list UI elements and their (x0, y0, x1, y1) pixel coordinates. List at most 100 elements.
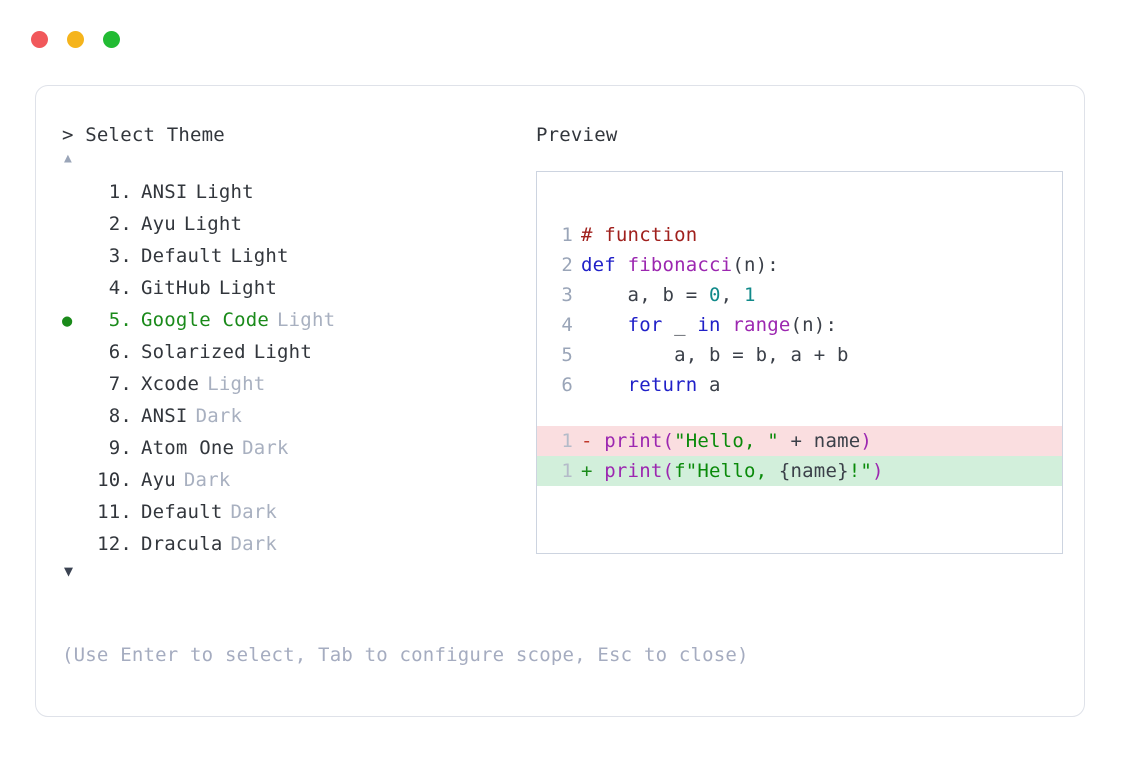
theme-item-variant: Dark (230, 501, 278, 523)
theme-item-name: Solarized (141, 341, 246, 363)
page-title (74, 124, 86, 146)
code-token: f"Hello, (674, 460, 779, 482)
theme-item-name: Default (141, 245, 223, 267)
code-line-text: # function (581, 220, 697, 250)
code-token: print (604, 430, 663, 452)
diff-sign: + (581, 460, 605, 482)
theme-item-variant: Light (230, 245, 289, 267)
selected-bullet-icon: ● (62, 311, 73, 331)
bullet-placeholder (62, 401, 90, 433)
code-line-number: 3 (561, 284, 573, 306)
theme-item-variant: Light (218, 277, 278, 299)
code-line-number: 2 (561, 254, 573, 276)
theme-item-number: 3. (108, 245, 132, 267)
theme-item-number: 5. (108, 309, 132, 331)
theme-item-number: 2. (108, 213, 132, 235)
code-line-text: for _ in range(n): (581, 310, 837, 340)
bullet-placeholder (62, 465, 90, 497)
code-token: ) (860, 430, 873, 452)
code-line-number: 4 (561, 314, 573, 336)
code-token: def (581, 254, 628, 276)
diff-line-number: 1 (561, 460, 573, 482)
diff-line-number: 1 (561, 430, 573, 452)
theme-list-item[interactable]: 1. ANSI Light (62, 176, 532, 208)
code-token: !" (848, 460, 873, 482)
bullet-placeholder (62, 177, 90, 209)
theme-item-name: Xcode (141, 373, 200, 395)
code-token: in (697, 314, 721, 336)
code-token (721, 314, 733, 336)
scroll-up-arrow-icon[interactable]: ▲ (64, 151, 72, 166)
prompt-title-row: > Select Theme (62, 122, 532, 148)
window-controls (31, 31, 120, 48)
bullet-placeholder (62, 241, 90, 273)
theme-item-number: 6. (108, 341, 132, 363)
theme-item-name: GitHub (141, 277, 211, 299)
code-token: 0 (709, 284, 721, 306)
code-token: "Hello, " (674, 430, 779, 452)
theme-item-name: ANSI (141, 405, 188, 427)
theme-item-name: ANSI (141, 181, 188, 203)
theme-item-variant: Dark (230, 533, 278, 555)
minimize-window-button[interactable] (67, 31, 84, 48)
code-token: _ (662, 314, 698, 336)
bullet-placeholder (62, 369, 90, 401)
diff-added-line: 1 + print(f"Hello, {name}!") (537, 456, 1062, 486)
code-line-text: a, b = 0, 1 (581, 280, 756, 310)
diff-line-text: print(f"Hello, {name}!") (604, 456, 883, 486)
code-token: ) (872, 460, 884, 482)
theme-item-name: Default (141, 501, 223, 523)
diff-block: 1- print("Hello, " + name)1+ print(f"Hel… (537, 426, 1062, 486)
code-line: 2 def fibonacci(n): (537, 250, 1062, 280)
code-token: a, b = (581, 284, 710, 306)
theme-item-variant: Light (207, 373, 266, 395)
theme-item-variant: Light (277, 309, 336, 331)
scroll-down-arrow-icon[interactable]: ▼ (64, 562, 74, 580)
theme-list-item[interactable]: 6. Solarized Light (62, 336, 532, 368)
bullet-placeholder (62, 497, 90, 529)
theme-item-variant: Light (195, 181, 254, 203)
code-line-number: 6 (561, 374, 573, 396)
diff-sign: - (581, 430, 605, 452)
code-line: 5 a, b = b, a + b (537, 340, 1062, 370)
maximize-window-button[interactable] (103, 31, 120, 48)
code-line-number: 5 (561, 344, 573, 366)
bullet-placeholder (62, 529, 90, 561)
code-token: for (627, 314, 663, 336)
code-token: (n): (790, 314, 838, 336)
code-line: 3 a, b = 0, 1 (537, 280, 1062, 310)
keyboard-hint-text: (Use Enter to select, Tab to configure s… (62, 644, 749, 666)
code-line-number: 1 (561, 224, 573, 246)
code-token: ( (662, 460, 675, 482)
code-line-text: a, b = b, a + b (581, 340, 849, 370)
code-token: fibonacci (627, 254, 733, 276)
theme-item-variant: Light (253, 341, 312, 363)
prompt-caret-icon: > (62, 124, 74, 146)
code-blank-separator (537, 400, 1062, 426)
theme-list-item[interactable]: 3. Default Light (62, 240, 532, 272)
code-token: + name (778, 430, 861, 452)
bullet-placeholder (62, 209, 90, 241)
code-token: (n): (732, 254, 779, 276)
theme-item-number: 1. (108, 181, 132, 203)
theme-item-number: 9. (108, 437, 132, 459)
diff-removed-line: 1- print("Hello, " + name) (537, 426, 1062, 456)
code-token: a, b = b, a + b (581, 344, 849, 366)
preview-label: Preview (536, 124, 618, 146)
code-token: , (720, 284, 744, 306)
close-window-button[interactable] (31, 31, 48, 48)
